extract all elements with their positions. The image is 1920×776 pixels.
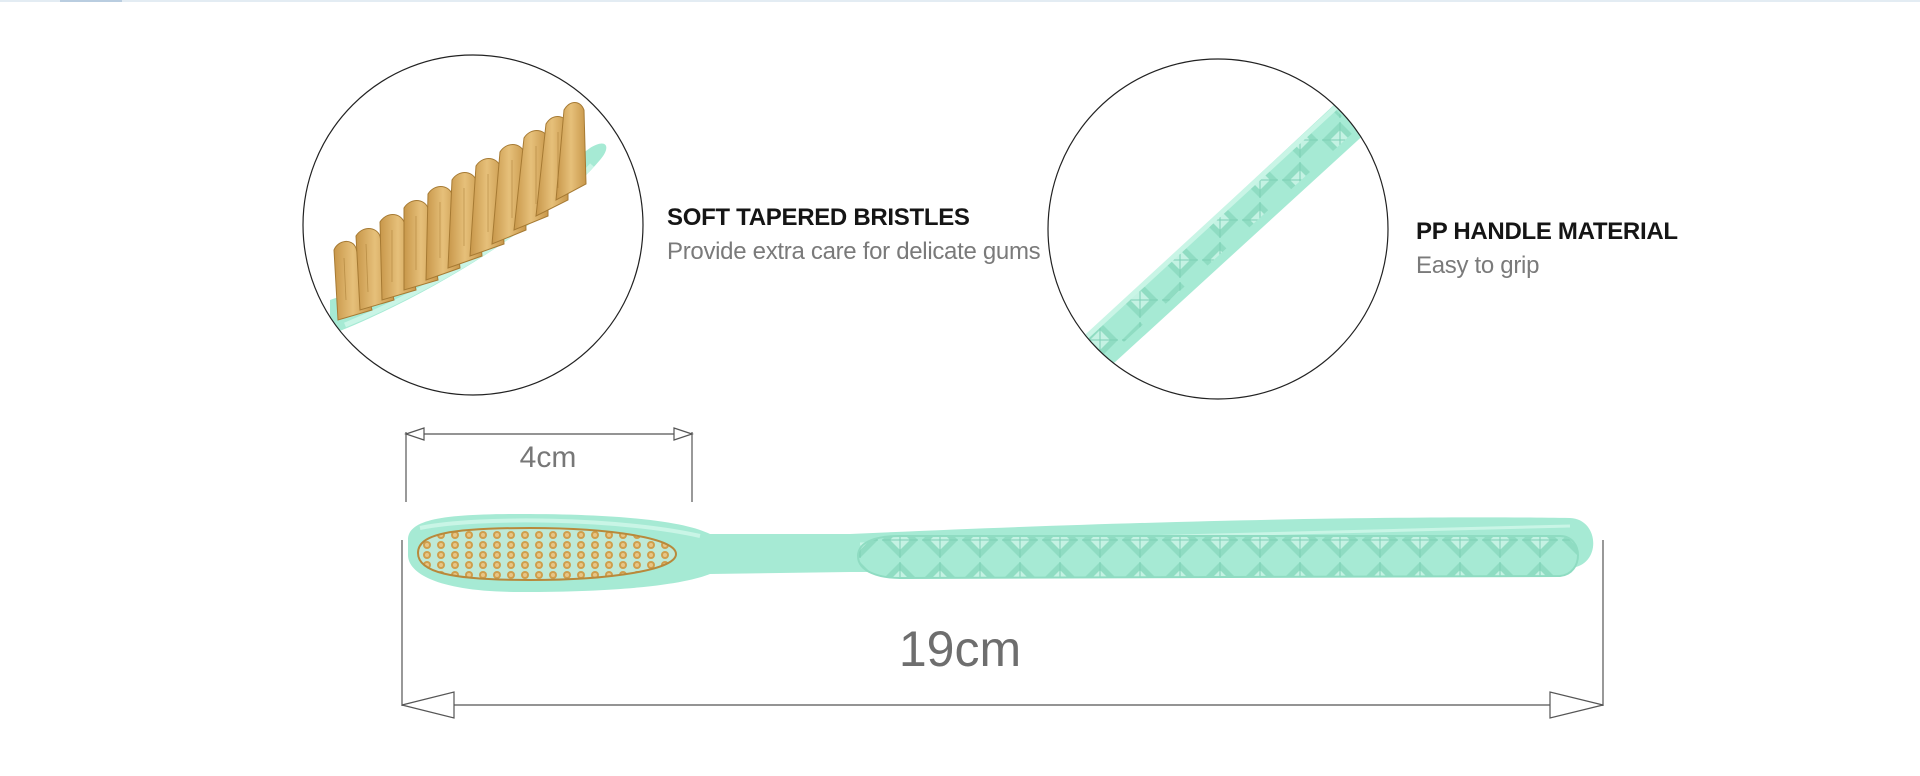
total-dimension [401,540,1604,719]
head-length-label: 4cm [519,441,577,474]
bristles-closeup-frame [302,54,644,396]
feature-title: SOFT TAPERED BRISTLES [667,204,970,231]
handle-closeup-frame [1047,58,1389,400]
feature-title: PP HANDLE MATERIAL [1416,218,1678,245]
total-length-label: 19cm [898,621,1022,677]
feature-description: Easy to grip [1416,252,1540,279]
toothbrush [408,514,1594,592]
toothbrush-head-bristles [416,526,678,582]
feature-bristles: SOFT TAPERED BRISTLES Provide extra care… [667,204,1041,266]
top-divider-accent [60,0,122,2]
bristles-closeup [330,102,607,335]
feature-description: Provide extra care for delicate gums [667,238,1041,265]
head-dimension [404,427,694,502]
feature-handle: PP HANDLE MATERIAL Easy to grip [1416,218,1678,280]
top-divider [0,0,1920,2]
bristle-tufts [333,102,587,321]
handle-closeup [1060,90,1380,385]
